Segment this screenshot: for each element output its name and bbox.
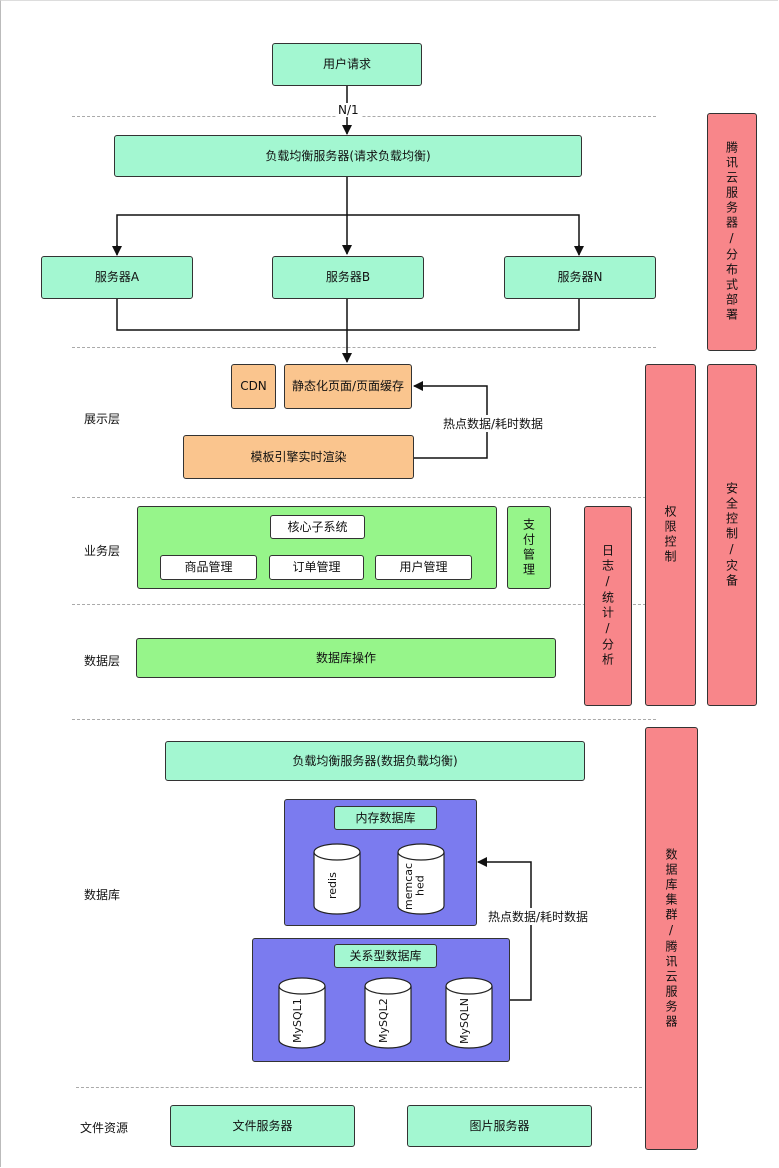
security-control-label: 安全控制/灾备 <box>724 481 739 589</box>
static-cache-label: 静态化页面/页面缓存 <box>291 379 405 394</box>
template-engine-label: 模板引擎实时渲染 <box>250 449 347 464</box>
order-management-label: 订单管理 <box>292 560 341 575</box>
permission-control-label: 权限控制 <box>663 505 677 565</box>
tencent-distributed-box: 腾讯云服务器/分布式部署 <box>707 113 757 351</box>
server-b-box: 服务器B <box>272 256 424 299</box>
file-server-label: 文件服务器 <box>232 1118 293 1133</box>
separator-4 <box>72 604 656 605</box>
layer-presentation-label: 展示层 <box>84 412 121 426</box>
server-a-box: 服务器A <box>41 256 193 299</box>
separator-3 <box>72 497 656 498</box>
order-management-box: 订单管理 <box>269 555 364 580</box>
request-load-balancer-label: 负载均衡服务器(请求负载均衡) <box>265 148 431 163</box>
payment-management-label: 支付管理 <box>521 517 536 578</box>
memory-db-title-box: 内存数据库 <box>334 806 437 830</box>
template-engine-box: 模板引擎实时渲染 <box>183 435 414 479</box>
separator-6 <box>76 1087 642 1088</box>
server-a-label: 服务器A <box>94 270 140 285</box>
goods-management-label: 商品管理 <box>184 560 233 575</box>
redis-label: redis <box>326 872 339 900</box>
goods-management-box: 商品管理 <box>160 555 257 580</box>
presentation-hot-data-label: 热点数据/耗时数据 <box>441 415 546 432</box>
core-subsystem-label: 核心子系统 <box>287 519 348 534</box>
user-request-label: 用户请求 <box>322 57 371 72</box>
mysql1-cylinder-icon <box>278 977 326 1049</box>
request-load-balancer-box: 负载均衡服务器(请求负载均衡) <box>114 135 582 177</box>
server-n-box: 服务器N <box>504 256 656 299</box>
server-b-label: 服务器B <box>325 270 371 285</box>
relational-db-title-label: 关系型数据库 <box>349 948 422 963</box>
ratio-label: N/1 <box>336 103 361 117</box>
server-n-label: 服务器N <box>557 270 603 285</box>
user-management-label: 用户管理 <box>399 560 448 575</box>
log-statistics-label: 日志/统计/分析 <box>600 544 615 668</box>
mysql2-label: MySQL2 <box>377 998 390 1044</box>
static-cache-box: 静态化页面/页面缓存 <box>284 364 412 409</box>
layer-business-label: 业务层 <box>84 544 121 558</box>
permission-control-box: 权限控制 <box>645 364 696 706</box>
database-hot-data-label: 热点数据/耗时数据 <box>486 908 591 925</box>
db-cluster-box: 数据库集群/腾讯云服务器 <box>645 727 698 1150</box>
security-control-box: 安全控制/灾备 <box>707 364 757 706</box>
memory-db-title-label: 内存数据库 <box>355 810 416 825</box>
db-cluster-label: 数据库集群/腾讯云服务器 <box>664 847 678 1030</box>
layer-files-label: 文件资源 <box>80 1121 129 1135</box>
tencent-distributed-label: 腾讯云服务器/分布式部署 <box>724 141 739 323</box>
separator-1 <box>72 116 656 117</box>
layer-data-label: 数据层 <box>84 654 121 668</box>
cdn-box: CDN <box>231 364 276 409</box>
cdn-label: CDN <box>240 379 267 394</box>
log-statistics-box: 日志/统计/分析 <box>584 506 632 706</box>
data-load-balancer-box: 负载均衡服务器(数据负载均衡) <box>165 741 585 781</box>
mysqln-cylinder-icon <box>445 977 493 1049</box>
payment-management-box: 支付管理 <box>507 506 551 589</box>
relational-db-title-box: 关系型数据库 <box>334 944 437 968</box>
data-load-balancer-label: 负载均衡服务器(数据负载均衡) <box>292 753 458 768</box>
image-server-box: 图片服务器 <box>407 1105 592 1147</box>
redis-cylinder-icon <box>313 843 361 915</box>
user-management-box: 用户管理 <box>375 555 472 580</box>
db-operations-label: 数据库操作 <box>315 650 376 665</box>
memcached-cylinder-icon <box>397 843 445 915</box>
separator-2 <box>72 347 656 348</box>
layer-database-label: 数据库 <box>84 888 121 902</box>
memcached-label: memcached <box>402 862 427 910</box>
user-request-box: 用户请求 <box>272 43 422 86</box>
image-server-label: 图片服务器 <box>469 1118 530 1133</box>
mysql2-cylinder-icon <box>364 977 412 1049</box>
mysqln-label: MySQLN <box>458 998 471 1044</box>
file-server-box: 文件服务器 <box>170 1105 355 1147</box>
db-operations-box: 数据库操作 <box>136 638 556 678</box>
core-subsystem-box: 核心子系统 <box>270 515 365 539</box>
separator-5 <box>72 719 656 720</box>
mysql1-label: MySQL1 <box>291 998 304 1044</box>
